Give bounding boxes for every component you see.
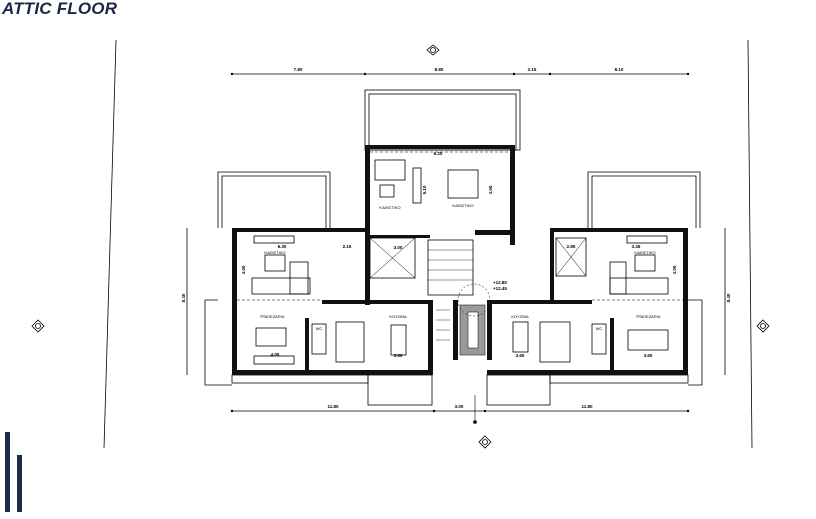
svg-text:7.80: 7.80 bbox=[294, 67, 303, 72]
svg-text:ΚΑΘΙΣΤΙΚΟ: ΚΑΘΙΣΤΙΚΟ bbox=[634, 250, 655, 255]
plot-boundary-left bbox=[103, 39, 117, 449]
svg-text:11.80: 11.80 bbox=[327, 404, 339, 409]
plot-boundary-right bbox=[747, 39, 753, 449]
svg-text:8.80: 8.80 bbox=[435, 67, 444, 72]
svg-text:ΚΟΥΖΙΝΑ: ΚΟΥΖΙΝΑ bbox=[511, 314, 529, 319]
section-marker-left bbox=[31, 319, 45, 333]
page-title: ATTIC FLOOR bbox=[2, 0, 118, 18]
dimension-line-bottom: 11.80 3.00 11.80 bbox=[230, 395, 690, 424]
svg-text:11.80: 11.80 bbox=[581, 404, 593, 409]
svg-text:8.40: 8.40 bbox=[181, 293, 186, 302]
dimension-line-left: 8.40 bbox=[181, 228, 188, 375]
svg-text:4.05: 4.05 bbox=[672, 265, 677, 274]
svg-text:8.40: 8.40 bbox=[726, 293, 731, 302]
svg-text:3.00: 3.00 bbox=[394, 245, 403, 250]
svg-text:ΚΑΘΙΣΤΙΚΟ: ΚΑΘΙΣΤΙΚΟ bbox=[264, 250, 285, 255]
svg-text:WC: WC bbox=[316, 326, 323, 331]
svg-text:2.15: 2.15 bbox=[528, 67, 537, 72]
svg-text:6.20: 6.20 bbox=[434, 151, 443, 156]
accent-bar bbox=[5, 432, 10, 512]
svg-text:3.60: 3.60 bbox=[394, 353, 403, 358]
stair-core: +12.80 +12.45 bbox=[436, 280, 507, 360]
svg-text:2.85: 2.85 bbox=[567, 244, 576, 249]
svg-text:ΤΡΑΠΕΖΑΡΙΑ: ΤΡΑΠΕΖΑΡΙΑ bbox=[260, 314, 285, 319]
accent-bar bbox=[17, 455, 22, 512]
left-apartment: ΚΑΘΙΣΤΙΚΟ ΤΡΑΠΕΖΑΡΙΑ ΚΟΥΖΙΝΑ WC 6.30 4.0… bbox=[232, 228, 433, 375]
svg-text:3.00: 3.00 bbox=[455, 404, 464, 409]
dimension-line-right: 8.40 bbox=[724, 228, 731, 375]
terrace-top bbox=[364, 89, 521, 151]
dimension-line-top: 7.80 8.80 2.15 8.10 bbox=[230, 67, 690, 76]
svg-text:4.00: 4.00 bbox=[241, 265, 246, 274]
terraces-bottom bbox=[231, 374, 689, 406]
svg-text:2.15: 2.15 bbox=[343, 244, 352, 249]
section-marker-right bbox=[756, 319, 770, 333]
svg-text:3.60: 3.60 bbox=[516, 353, 525, 358]
svg-text:3.60: 3.60 bbox=[644, 353, 653, 358]
svg-text:6.30: 6.30 bbox=[278, 244, 287, 249]
svg-text:ΚΑΘΙΣΤΙΚΟ: ΚΑΘΙΣΤΙΚΟ bbox=[379, 205, 400, 210]
svg-text:8.10: 8.10 bbox=[615, 67, 624, 72]
terrace-right bbox=[587, 171, 703, 386]
section-marker-top bbox=[426, 44, 440, 56]
section-marker-bottom bbox=[478, 435, 492, 449]
central-block-walls: ΚΑΘΙΣΤΙΚΟ ΚΑΘΙΣΤΙΚΟ 6.20 5.10 4.60 bbox=[365, 145, 515, 305]
svg-text:ΚΑΘΙΣΤΙΚΟ: ΚΑΘΙΣΤΙΚΟ bbox=[452, 203, 473, 208]
svg-text:3.45: 3.45 bbox=[632, 244, 641, 249]
terrace-left bbox=[204, 171, 331, 386]
svg-text:4.05: 4.05 bbox=[271, 352, 280, 357]
svg-text:ΚΟΥΖΙΝΑ: ΚΟΥΖΙΝΑ bbox=[389, 314, 407, 319]
svg-text:4.60: 4.60 bbox=[488, 185, 493, 194]
svg-text:WC: WC bbox=[596, 326, 603, 331]
svg-text:+12.45: +12.45 bbox=[493, 286, 507, 291]
right-apartment: ΚΑΘΙΣΤΙΚΟ ΤΡΑΠΕΖΑΡΙΑ ΚΟΥΖΙΝΑ WC 3.45 4.0… bbox=[487, 228, 688, 375]
svg-text:5.10: 5.10 bbox=[422, 185, 427, 194]
svg-text:+12.80: +12.80 bbox=[493, 280, 507, 285]
svg-text:ΤΡΑΠΕΖΑΡΙΑ: ΤΡΑΠΕΖΑΡΙΑ bbox=[636, 314, 661, 319]
